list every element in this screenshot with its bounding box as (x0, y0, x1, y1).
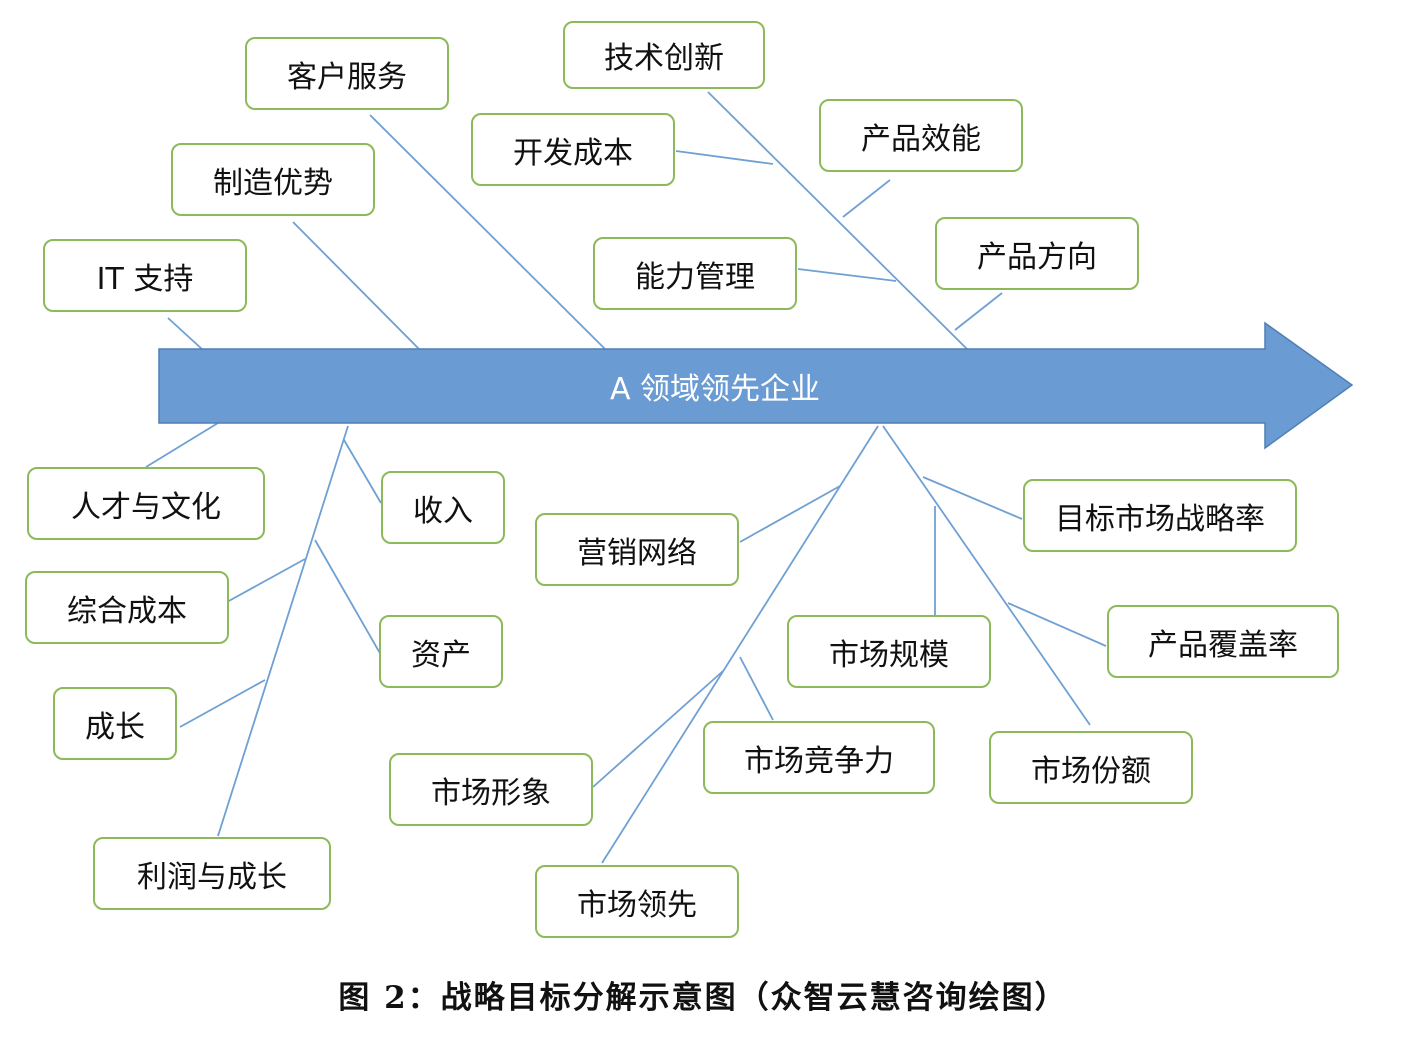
connector-line (592, 670, 724, 788)
main-spine-arrow (158, 321, 1354, 450)
connector-line (1007, 602, 1107, 647)
connector-line (675, 150, 774, 165)
connector-line (954, 292, 1003, 331)
connector-line (842, 179, 891, 218)
connector-line (226, 558, 306, 603)
node-market-leadership: 市场领先 (535, 865, 739, 938)
node-product-efficiency: 产品效能 (819, 99, 1023, 172)
connector-line (292, 221, 421, 351)
connector-line (343, 439, 382, 504)
connector-line (179, 679, 266, 728)
node-tech-innovation: 技术创新 (563, 21, 765, 89)
node-it-support: IT 支持 (43, 239, 247, 312)
connector-line (369, 114, 607, 351)
node-capability-management: 能力管理 (593, 237, 797, 310)
node-assets: 资产 (379, 615, 503, 688)
connector-line (707, 91, 969, 351)
node-dev-cost: 开发成本 (471, 113, 675, 186)
node-growth: 成长 (53, 687, 177, 760)
node-customer-service: 客户服务 (245, 37, 449, 110)
connector-line (739, 656, 774, 721)
connector-line (601, 425, 879, 864)
node-profit-growth: 利润与成长 (93, 837, 331, 910)
node-manufacturing-advantage: 制造优势 (171, 143, 375, 216)
connector-line (217, 425, 349, 837)
node-market-share: 市场份额 (989, 731, 1193, 804)
connector-line (882, 425, 1091, 726)
connector-line (739, 485, 841, 543)
node-marketing-network: 营销网络 (535, 513, 739, 586)
node-overall-cost: 综合成本 (25, 571, 229, 644)
node-revenue: 收入 (381, 471, 505, 544)
node-product-coverage: 产品覆盖率 (1107, 605, 1339, 678)
node-market-competitiveness: 市场竞争力 (703, 721, 935, 794)
figure-caption: 图 2：战略目标分解示意图（众智云慧咨询绘图） (338, 980, 1068, 1016)
node-market-image: 市场形象 (389, 753, 593, 826)
connector-line (167, 317, 204, 351)
node-product-direction: 产品方向 (935, 217, 1139, 290)
connector-line (145, 422, 219, 468)
connector-line (922, 476, 1023, 520)
node-target-market: 目标市场战略率 (1023, 479, 1297, 552)
node-talent-culture: 人才与文化 (27, 467, 265, 540)
connector-line (797, 268, 897, 282)
spine-label: A 领域领先企业 (609, 372, 821, 407)
connector-line (314, 539, 382, 656)
node-market-size: 市场规模 (787, 615, 991, 688)
